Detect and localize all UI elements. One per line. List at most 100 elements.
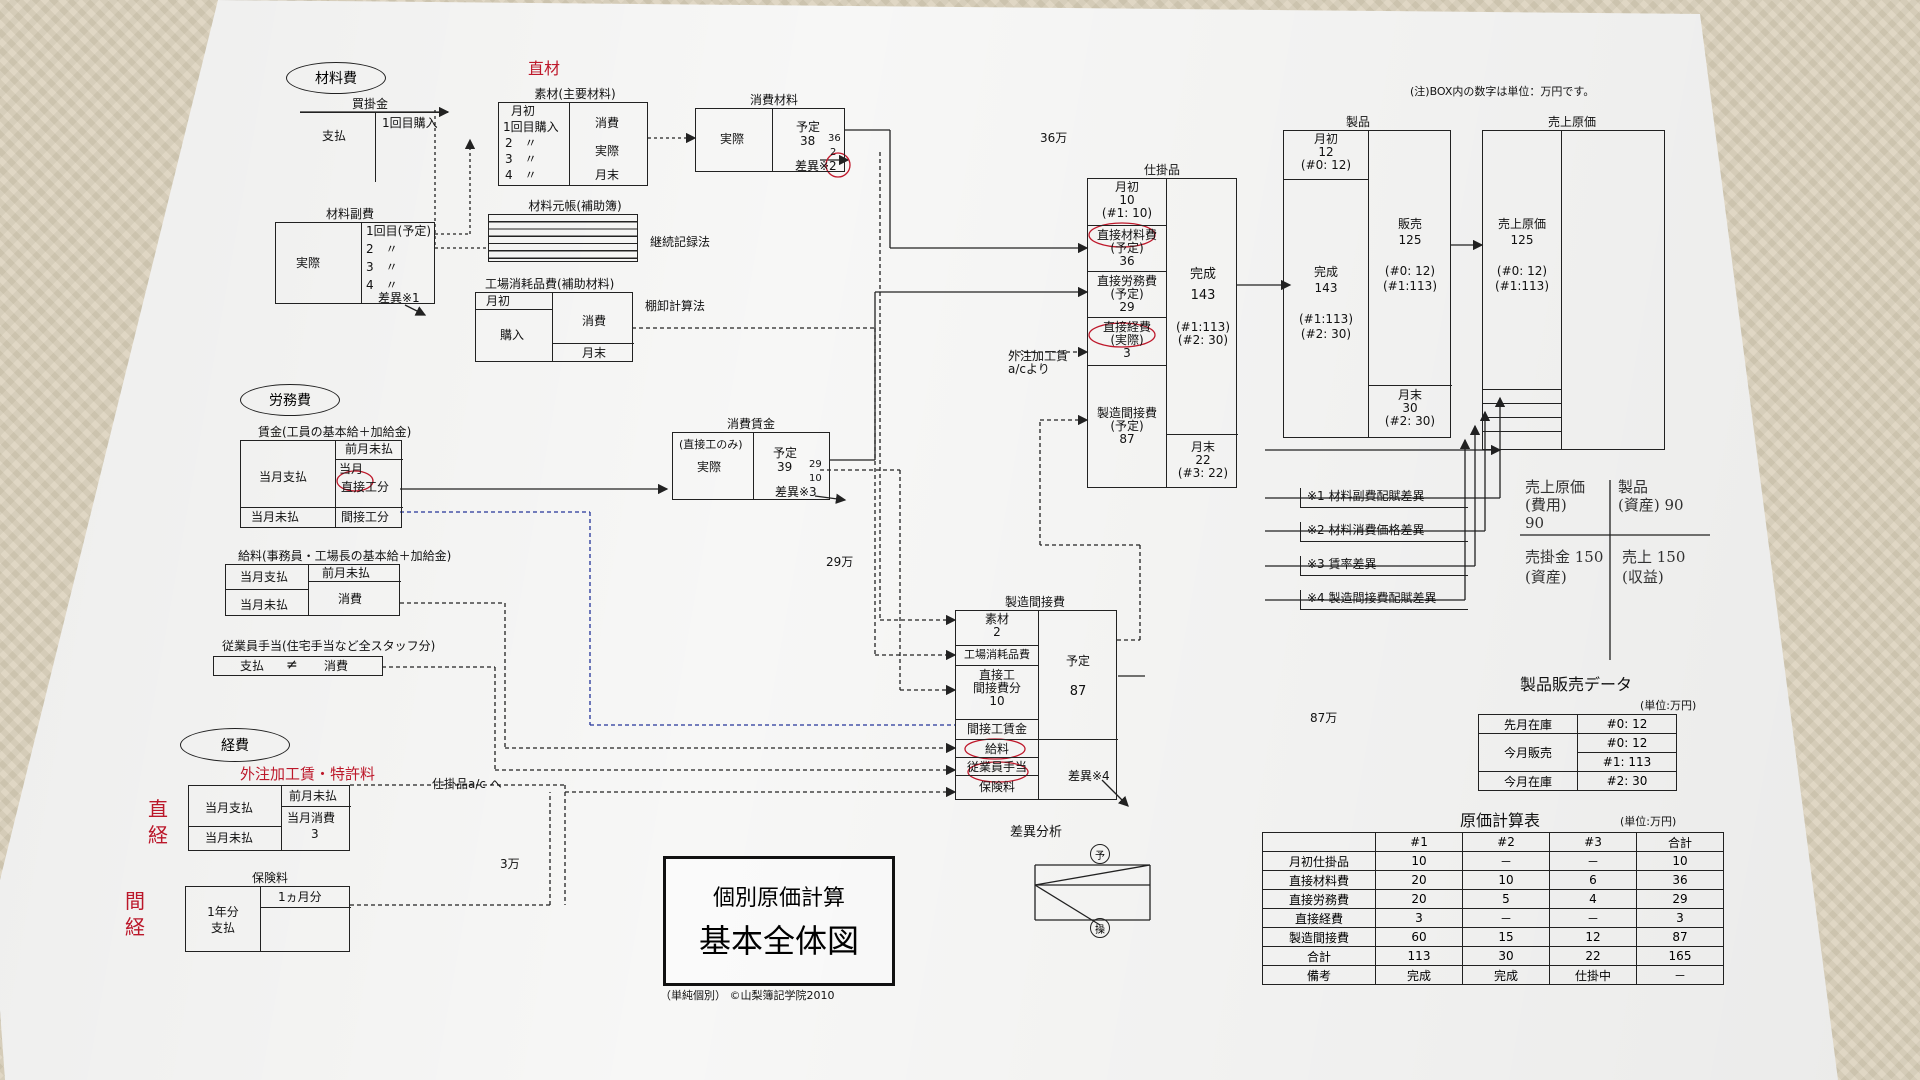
product-account: 月初 12 (#0: 12) 完成 143 (#1:113) (#2: 30) … [1283, 130, 1452, 438]
product-sales: 販売 125 (#0: 12) (#1:113) [1383, 217, 1437, 294]
aux-row-1: 1回目(予定) [366, 224, 431, 238]
moh-row-indirect: 間接工賃金 [966, 722, 1027, 736]
table-row: 今月在庫#2: 30 [1478, 771, 1677, 791]
consume-actual: 実際 [720, 132, 745, 146]
expense-paid: 当月支払 [205, 801, 254, 815]
consume-wage-variance: 差異※3 [775, 485, 817, 499]
handwritten-outsourcing: 外注加工賃・特許料 [240, 765, 376, 783]
handwritten-direct-material: 直材 [528, 59, 561, 78]
aux-account: 実際 1回目(予定) 2 〃 3 〃 4 〃 [275, 222, 435, 304]
variance-item-2: ※2 材料消費価格差異 [1300, 522, 1468, 542]
labor-calc-2: #1 200h＝20万 [0, 96, 1838, 112]
kaikake-account [300, 112, 448, 182]
sales-data-title: 製品販売データ [1520, 675, 1633, 694]
salary-title: 給料(事務員・工場長の基本給＋加給金) [238, 549, 452, 563]
handwritten-indirect-expense: 間経 [125, 889, 145, 939]
consume-wage-left: (直接工のみ) [679, 438, 743, 451]
handwritten-direct-expense: 直経 [148, 797, 168, 847]
moh-row-factory: 工場消耗品費 [964, 648, 1030, 661]
expense-prev-unpaid: 前月未払 [289, 789, 338, 803]
kaikake-divider [375, 112, 376, 182]
moh-account: 素材 2 工場消耗品費 直接工 間接費分 10 間接工賃金 給料 従業員手当 保… [955, 610, 1118, 800]
consume-wage-n2: 10 [809, 473, 822, 484]
consume-material-account: 実際 予定 38 36 2 [695, 108, 845, 172]
material-calc-3: #2 50kg＝10万 [0, 32, 1838, 48]
footer-credit: （単純個別） ©山梨簿記学院2010 [660, 989, 835, 1002]
consume-wage-title: 消費賃金 [726, 417, 775, 431]
kaikake-shiharai: 支払 [322, 129, 347, 143]
wip-overhead: 製造間接費 (予定) 87 [1096, 406, 1157, 447]
handnote-sales: 売上 150 (収益) [1622, 548, 1686, 586]
inventory-method: 棚卸計算法 [645, 299, 706, 313]
table-row: 備考完成完成仕掛中－ [1262, 965, 1724, 985]
wip-title: 仕掛品 [1143, 163, 1180, 177]
consume-wage-value: 39 [777, 460, 793, 474]
moh-calc-2: #1 200h＝60万 [0, 224, 1838, 240]
factory-account: 月初 購入 消費 月末 [475, 292, 634, 362]
salary-unpaid: 当月未払 [240, 598, 289, 612]
moh-variance: 差異※4 [1068, 769, 1110, 783]
raw-row-1: 1回目購入 [503, 120, 559, 134]
factory-opening: 月初 [486, 294, 511, 308]
variance-3-label: ※3 賃率差異 [1307, 557, 1377, 571]
title-line2: 基本全体図 [698, 922, 859, 960]
wage-title: 賃金(工員の基本給＋加給金) [258, 425, 412, 439]
consume-value: 38 [800, 134, 816, 148]
salary-prev-unpaid: 前月未払 [322, 566, 371, 580]
aux-row-3: 3 〃 [366, 260, 398, 274]
consume-n1: 36 [828, 133, 841, 144]
cost-sheet-unit: (単位:万円) [1620, 815, 1677, 828]
allowance-account: 支払 ≠ 消費 [213, 656, 383, 676]
expense-to-wip: 仕掛品a/c へ [432, 777, 502, 791]
wage-account: 前月未払 当月支払 当月 直接工分 当月未払 間接工分 [240, 440, 403, 528]
wip-opening: 月初 10 (#1: 10) [1101, 180, 1153, 221]
consume-wage-n1: 29 [809, 459, 822, 470]
variance-4-label: ※4 製造間接費配賦差異 [1307, 591, 1437, 605]
variance-item-1: ※1 材料副費配賦差異 [1300, 488, 1468, 508]
wip-complete: 完成 143 [1189, 267, 1216, 303]
moh-row-salary: 給料 [984, 742, 1009, 756]
variance-item-4: ※4 製造間接費配賦差異 [1300, 590, 1468, 610]
kaikake-purchase: 1回目購入 [382, 116, 438, 130]
expense-unpaid: 当月未払 [205, 831, 254, 845]
raw-closing: 月末 [595, 168, 620, 182]
expense-calc-3: #3 0 [0, 192, 1838, 208]
salary-consume: 消費 [338, 592, 363, 606]
consume-wage-account: (直接工のみ) 実際 予定 39 29 10 [672, 432, 830, 500]
moh-row-material: 素材 2 [984, 612, 1009, 640]
material-calc-total: 36万 [1040, 131, 1068, 145]
sales-data-table: 先月在庫#0: 12 今月販売#0: 12 #1: 113 今月在庫#2: 30 [1478, 714, 1677, 791]
labor-calc-1: 予定@0.1万円／1h [0, 80, 1838, 96]
labor-calc-3: #2 50h＝ 5万 [0, 112, 1838, 128]
moh-value: 87 [1069, 684, 1087, 699]
cost-sheet-title: 原価計算表 [1460, 811, 1541, 830]
kaikake-title: 買掛金 [352, 97, 389, 111]
handnote-product: 製品 (資産) 90 [1618, 478, 1684, 514]
insurance-title: 保険料 [251, 871, 288, 885]
raw-row-3: 3 〃 [505, 152, 537, 166]
wip-complete-detail: (#1:113) (#2: 30) [1176, 320, 1230, 348]
expense-calc-1: #1 3万 [0, 160, 1838, 176]
consume-wage-actual: 実際 [697, 460, 722, 474]
title-line1: 個別原価計算 [712, 886, 845, 911]
raw-title: 素材(主要材料) [534, 87, 616, 101]
table-row: #1: 113 [1479, 752, 1677, 772]
expense-consume: 当月消費 [287, 811, 336, 825]
moh-row-allowance: 従業員手当 [966, 760, 1027, 774]
consume-wage-plan: 予定 [773, 446, 798, 460]
section-labor: 労務費 [240, 384, 340, 416]
allowance-consume: 消費 [324, 659, 349, 673]
diagram-title-box: 個別原価計算 基本全体図 [663, 856, 895, 986]
cogs-title: 売上原価 [1547, 115, 1596, 129]
table-row: #1 #2 #3 合計 [1262, 832, 1724, 852]
wage-current: 当月 [339, 462, 364, 476]
variance-2-label: ※2 材料消費価格差異 [1307, 523, 1425, 537]
consume-n2: 2 [830, 147, 837, 158]
product-opening: 月初 12 (#0: 12) [1300, 132, 1352, 173]
